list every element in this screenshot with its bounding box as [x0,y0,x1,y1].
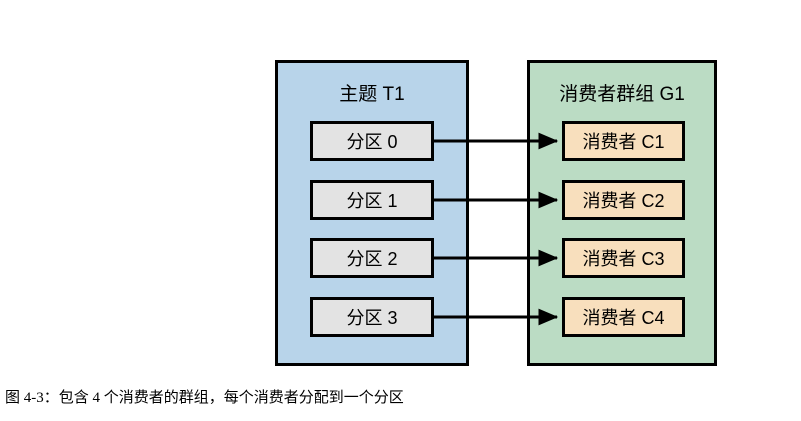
consumer-group-panel-title: 消费者群组 G1 [559,84,685,105]
partition-node-0[interactable]: 分区 0 [310,121,434,161]
consumer-node-0[interactable]: 消费者 C1 [562,121,685,161]
consumer-node-3[interactable]: 消费者 C4 [562,297,685,337]
partition-node-1[interactable]: 分区 1 [310,180,434,220]
consumer-node-1[interactable]: 消费者 C2 [562,180,685,220]
partition-node-3[interactable]: 分区 3 [310,297,434,337]
figure-caption: 图 4-3：包含 4 个消费者的群组，每个消费者分配到一个分区 [5,390,404,406]
topic-panel-title: 主题 T1 [339,84,405,105]
partition-node-2[interactable]: 分区 2 [310,238,434,278]
consumer-node-2[interactable]: 消费者 C3 [562,238,685,278]
